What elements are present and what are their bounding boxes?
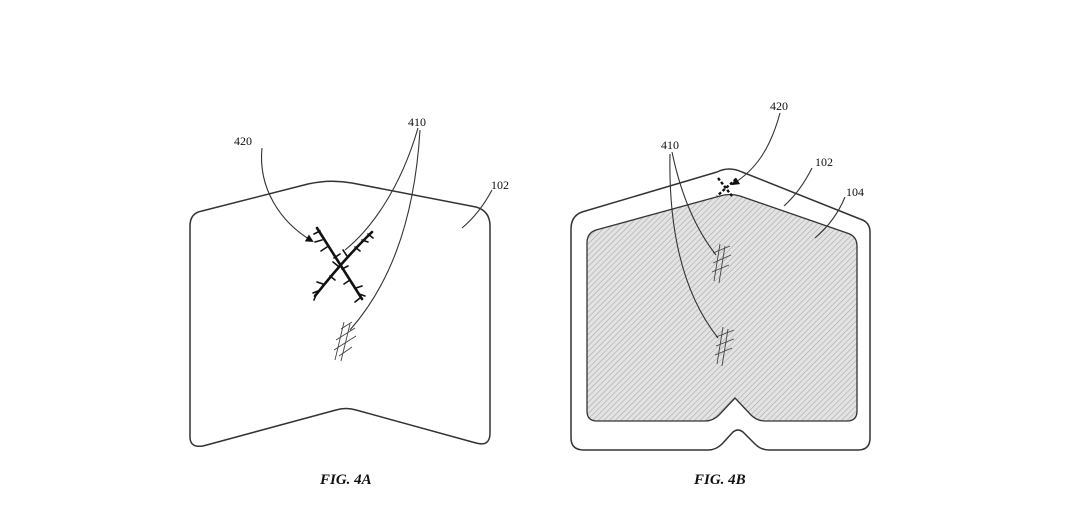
- leader-420-4a: [260, 147, 314, 243]
- label-410-4b: 410: [661, 138, 679, 152]
- device-outline-4a: [189, 180, 491, 448]
- label-104-4b: 104: [846, 185, 864, 199]
- leader-104-4b: [814, 196, 846, 239]
- label-410-4a: 410: [408, 115, 426, 129]
- label-420-4b: 420: [770, 99, 788, 113]
- leader-410a-4a: [344, 127, 419, 251]
- scratch-mark-4b-lower: [714, 326, 735, 367]
- scratch-mark-4a: [333, 321, 357, 362]
- leader-410b-4a: [349, 129, 421, 331]
- display-area-4b: [586, 193, 858, 422]
- caption-fig-4a: FIG. 4A: [319, 472, 372, 488]
- leader-410a-4b: [671, 151, 717, 256]
- crack-mark-4a: [312, 226, 374, 303]
- leader-102-4a: [461, 189, 493, 229]
- label-420-4a: 420: [234, 134, 252, 148]
- leader-102-4b: [783, 167, 813, 207]
- crack-mark-4b: [716, 177, 737, 197]
- leader-410b-4b: [669, 153, 719, 339]
- caption-fig-4b: FIG. 4B: [693, 472, 746, 488]
- figure-4b: 420 410 102 104 FIG. 4B: [570, 99, 871, 488]
- leader-420-4b: [731, 112, 781, 186]
- label-102-4b: 102: [815, 155, 833, 169]
- label-102-4a: 102: [491, 178, 509, 192]
- scratch-mark-4b-upper: [711, 243, 732, 284]
- figure-4a: 420 410 102 FIG. 4A: [189, 115, 509, 488]
